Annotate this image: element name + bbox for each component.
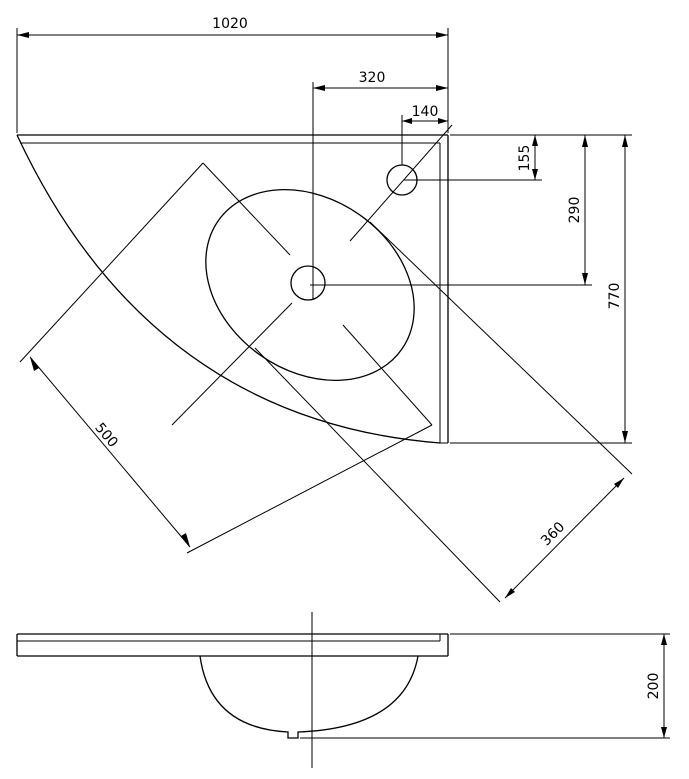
dim-360-line <box>504 477 625 599</box>
dim-label-290: 290 <box>567 197 583 224</box>
dim-label-155: 155 <box>517 145 533 172</box>
bowl-outline <box>205 189 415 381</box>
dim-360-ext-b <box>254 347 501 603</box>
dim-label-1020: 1020 <box>212 16 248 32</box>
dim-500-arrow-a <box>30 357 39 371</box>
dim-770-arrow-top <box>622 135 628 147</box>
dim-360-arrow-b <box>505 588 515 598</box>
bowl-profile <box>199 655 419 739</box>
dim-360-arrow-a <box>614 478 624 488</box>
dim-360-ext-a <box>369 221 633 475</box>
dim-label-140: 140 <box>412 104 439 120</box>
dim-200-arrow-top <box>661 634 667 645</box>
centerline-minor-b <box>349 124 453 242</box>
dim-label-500: 500 <box>91 420 120 451</box>
countertop-curved-front <box>16 134 441 444</box>
dim-770-arrow-bottom <box>622 431 628 443</box>
dim-290-arrow-top <box>582 135 588 147</box>
drain-hole <box>290 265 326 301</box>
dim-155-arrow-bottom <box>532 169 538 180</box>
dim-290-arrow-bottom <box>582 273 588 285</box>
dim-155-arrow-top <box>532 135 538 146</box>
section-view: 200 <box>16 612 670 768</box>
dim-200-arrow-bottom <box>661 727 667 738</box>
dim-label-360: 360 <box>538 519 568 549</box>
dim-500-line <box>29 356 191 548</box>
centerline-major-b <box>342 324 433 426</box>
dim-1020-arrow-right <box>436 32 448 38</box>
plan-dimensions: 1020 320 140 155 290 770 <box>16 16 633 603</box>
dim-label-200: 200 <box>646 673 662 700</box>
dim-label-320: 320 <box>359 70 386 86</box>
dim-320-arrow-right <box>436 85 448 91</box>
dim-500-ext-b <box>186 424 433 554</box>
dim-320-arrow-left <box>313 85 325 91</box>
dim-500-arrow-b <box>181 533 190 547</box>
dim-label-770: 770 <box>607 283 623 310</box>
plan-view <box>16 124 453 444</box>
dim-500-ext-a <box>19 162 204 363</box>
centerline-major-a <box>202 162 291 256</box>
dim-140-arrow-right <box>438 118 448 124</box>
dim-140-arrow-left <box>402 118 412 124</box>
centerline-minor-a <box>171 302 293 426</box>
dim-1020-arrow-left <box>17 32 29 38</box>
